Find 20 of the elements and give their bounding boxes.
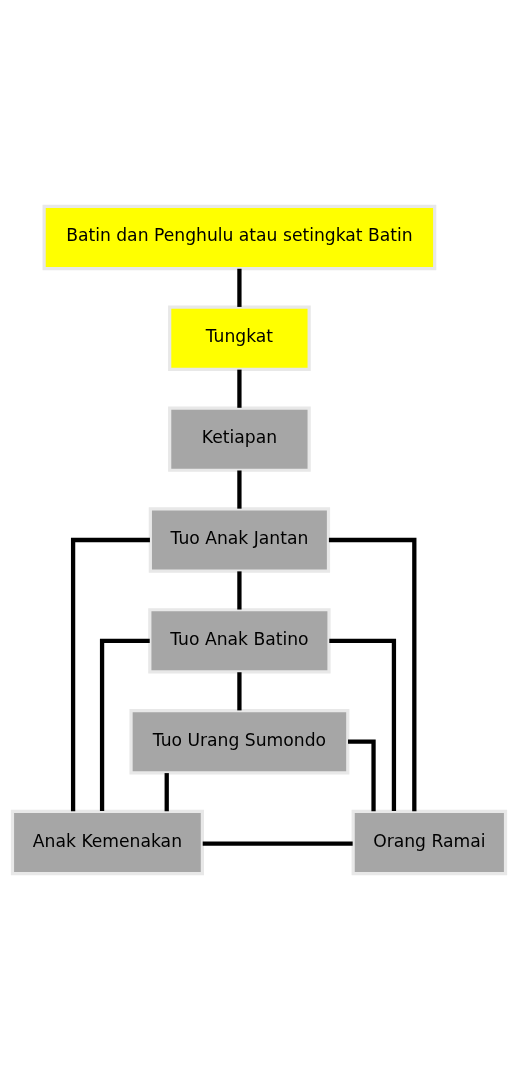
connector (237, 268, 242, 307)
node-box: Tuo Urang Sumondo (129, 708, 350, 774)
connector (99, 638, 150, 811)
node-box: Tungkat (168, 305, 311, 371)
node-box: Batin dan Penghulu atau setingkat Batin (42, 204, 437, 270)
node-box: Anak Kemenakan (10, 809, 204, 875)
connector (329, 638, 397, 811)
node-box: Ketiapan (168, 405, 311, 472)
connector (202, 841, 353, 846)
connector (348, 739, 376, 811)
connector (328, 537, 417, 811)
connector (237, 570, 242, 609)
connector (70, 537, 150, 811)
connector (237, 369, 242, 408)
node-box: Tuo Anak Batino (148, 607, 331, 674)
node-box: Orang Ramai (351, 809, 508, 875)
connector (237, 470, 242, 509)
node-box: Tuo Anak Jantan (148, 506, 331, 573)
connector (237, 671, 242, 710)
connector (164, 772, 169, 811)
